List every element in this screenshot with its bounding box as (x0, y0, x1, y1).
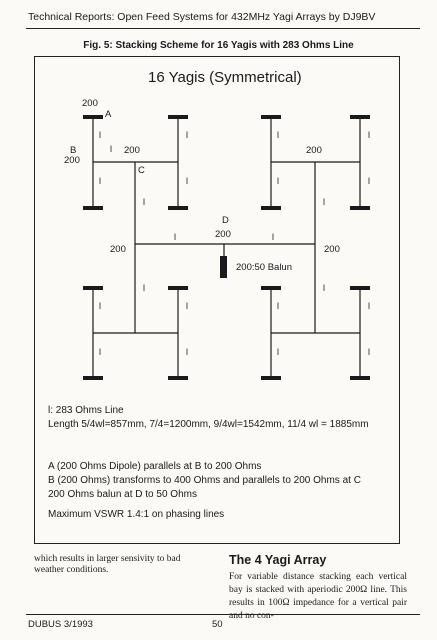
line-mark: l (368, 130, 370, 140)
line-mark: l (277, 130, 279, 140)
note-c: 200 Ohms balun at D to 50 Ohms (48, 489, 197, 500)
yagi-dipole (168, 206, 188, 210)
left-column-text: which results in larger sensivity to bad… (34, 554, 181, 575)
label-200-top-right: 200 (306, 145, 322, 156)
yagi-dipole (83, 206, 103, 210)
label-200-right: 200 (324, 244, 340, 255)
yagi-dipole (261, 206, 281, 210)
yagi-dipole (350, 286, 370, 290)
line-mark: l (368, 301, 370, 311)
note-b: B (200 Ohms) transforms to 400 Ohms and … (48, 475, 361, 486)
figure-caption: Fig. 5: Stacking Scheme for 16 Yagis wit… (83, 40, 354, 51)
diagram-title: 16 Yagis (Symmetrical) (148, 69, 302, 86)
label-200-a: 200 (82, 98, 98, 109)
yagi-dipole (168, 115, 188, 119)
line-mark: l (99, 347, 101, 357)
line-mark: l (368, 176, 370, 186)
figure-frame (34, 56, 400, 544)
label-200-left: 200 (110, 244, 126, 255)
label-200-c: 200 (124, 145, 140, 156)
note-line: l: 283 Ohms Line (48, 405, 124, 416)
label-200-b: 200 (64, 155, 80, 166)
line-mark: l (186, 301, 188, 311)
note-vswr: Maximum VSWR 1.4:1 on phasing lines (48, 509, 225, 520)
line-mark: l (368, 347, 370, 357)
label-a: A (105, 109, 112, 120)
header-rule (26, 28, 420, 29)
line-mark: l (99, 176, 101, 186)
yagi-dipole (261, 115, 281, 119)
line-mark: l (143, 283, 145, 293)
label-200-d: 200 (215, 229, 231, 240)
line-mark: l (323, 197, 325, 207)
section-title: The 4 Yagi Array (229, 553, 327, 567)
note-a: A (200 Ohms Dipole) parallels at B to 20… (48, 461, 262, 472)
line-mark: l (186, 347, 188, 357)
yagi-dipole (83, 376, 103, 380)
page-number: 50 (212, 619, 223, 630)
line-mark: l (186, 130, 188, 140)
label-b: B (70, 145, 76, 156)
line-mark: l (110, 144, 112, 154)
yagi-dipole (261, 286, 281, 290)
line-mark: l (174, 232, 176, 242)
phasing-lines (92, 117, 361, 378)
balun-block (220, 256, 227, 278)
yagi-dipole (168, 286, 188, 290)
yagi-elements (83, 115, 370, 380)
right-column-text: For variable distance stacking each vert… (229, 572, 407, 621)
line-mark: l (323, 283, 325, 293)
line-mark: l (186, 176, 188, 186)
line-mark: l (277, 176, 279, 186)
yagi-dipole (350, 115, 370, 119)
label-c: C (138, 165, 145, 176)
yagi-dipole (83, 286, 103, 290)
line-mark: l (99, 130, 101, 140)
line-mark: l (143, 197, 145, 207)
label-d: D (222, 215, 229, 226)
figure-notes: l: 283 Ohms Line Length 5/4wl=857mm, 7/4… (48, 404, 398, 522)
yagi-dipole (350, 376, 370, 380)
yagi-dipole (350, 206, 370, 210)
yagi-dipole (261, 376, 281, 380)
yagi-dipole (168, 376, 188, 380)
line-mark: l (277, 347, 279, 357)
yagi-dipole (83, 115, 103, 119)
running-header: Technical Reports: Open Feed Systems for… (28, 11, 376, 23)
line-mark: l (99, 301, 101, 311)
line-mark: l (272, 232, 274, 242)
note-lengths: Length 5/4wl=857mm, 7/4=1200mm, 9/4wl=15… (48, 419, 369, 430)
line-mark: l (277, 301, 279, 311)
balun-label: 200:50 Balun (236, 262, 292, 273)
footer-rule (26, 614, 420, 615)
footer-issue: DUBUS 3/1993 (28, 619, 93, 630)
